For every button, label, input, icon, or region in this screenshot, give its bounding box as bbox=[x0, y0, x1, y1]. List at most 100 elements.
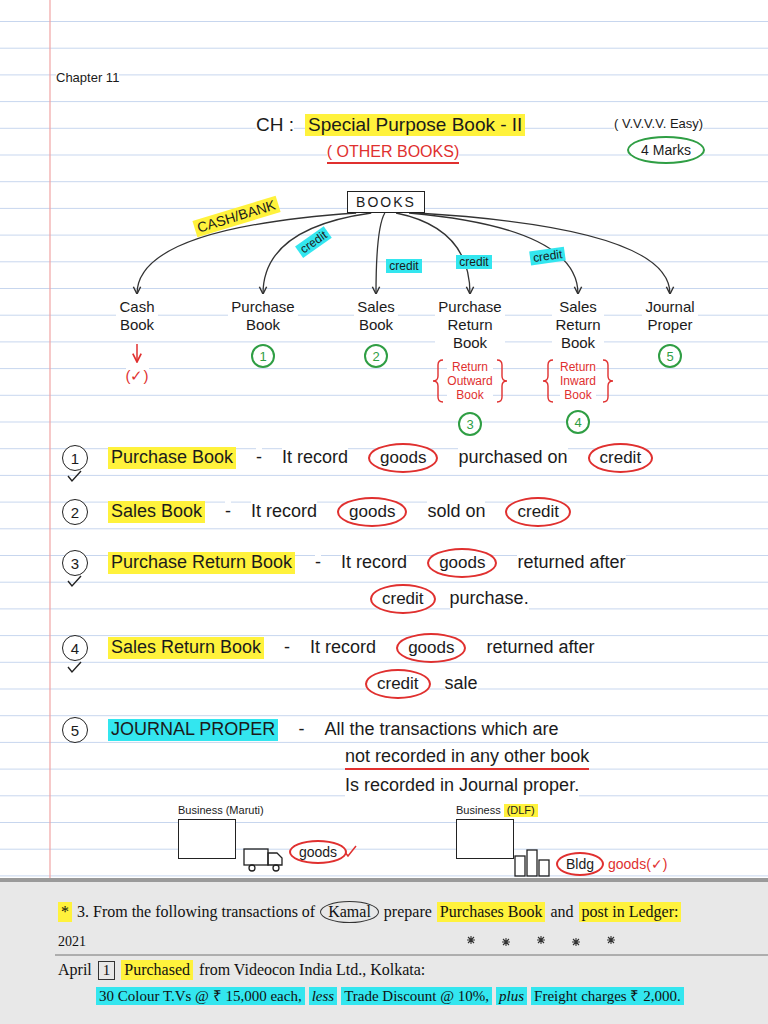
book-name: JOURNAL PROPER bbox=[108, 719, 278, 741]
book-name: Sales Return Book bbox=[108, 637, 264, 659]
number-circle: 4 bbox=[566, 410, 590, 434]
tick-mark bbox=[68, 576, 81, 586]
book-name: Purchase Book bbox=[108, 447, 236, 469]
exercise-text: Freight charges ₹ 2,000. bbox=[531, 987, 684, 1005]
book-name: Purchase Return Book bbox=[108, 552, 295, 574]
sub-heading: ( OTHER BOOKS) bbox=[327, 142, 459, 163]
node-text: credit bbox=[600, 448, 642, 467]
item-number: 4 bbox=[62, 635, 88, 661]
item-number: 1 bbox=[62, 445, 88, 471]
circled-word: goods bbox=[427, 548, 497, 578]
heading-prefix: CH : bbox=[256, 114, 294, 137]
definition-text: It record bbox=[310, 637, 376, 659]
ruled-lines bbox=[0, 0, 768, 880]
date-box: 1 bbox=[98, 961, 116, 980]
definition-text: Is recorded in Journal proper. bbox=[345, 775, 579, 797]
node-text: 4 Marks bbox=[641, 142, 691, 158]
node-text: BOOKS bbox=[356, 194, 416, 210]
node-text: Kamal bbox=[328, 903, 371, 920]
book-node: Purchase Book bbox=[228, 294, 297, 338]
alias-note: Return Outward Book bbox=[447, 360, 492, 402]
year-label: 2021 bbox=[58, 934, 86, 951]
node-text: credit bbox=[377, 674, 419, 693]
book-node: Journal Proper bbox=[642, 294, 697, 338]
connector bbox=[376, 213, 385, 294]
exercise-text: from Videocon India Ltd., Kolkata: bbox=[199, 960, 425, 979]
root-box: BOOKS bbox=[347, 191, 425, 213]
circled-word: goods bbox=[289, 840, 347, 864]
connector bbox=[417, 213, 670, 294]
item-number: 5 bbox=[62, 717, 88, 743]
edge-label: credit bbox=[456, 255, 491, 269]
circled-word: credit bbox=[505, 497, 571, 527]
difficulty-note: ( V.V.V.V. Easy) bbox=[614, 116, 703, 132]
definition-text: It record bbox=[341, 552, 407, 574]
node-text: 1 bbox=[71, 450, 79, 467]
textbook-strip bbox=[0, 880, 768, 1024]
node-text: Journal Proper bbox=[645, 298, 694, 333]
dash: - bbox=[298, 719, 304, 741]
book-node: Cash Book bbox=[116, 294, 157, 338]
edge-label: credit bbox=[386, 259, 421, 273]
definition-text: returned after bbox=[517, 552, 625, 574]
pointer-arrow bbox=[136, 344, 138, 362]
node-text: Purchase Book bbox=[231, 298, 294, 333]
circled-word: credit bbox=[370, 584, 436, 614]
dash: - bbox=[284, 637, 290, 659]
connector bbox=[409, 213, 578, 294]
business-outline bbox=[178, 819, 236, 859]
node-text: 5 bbox=[666, 349, 673, 364]
definition-text: sold on bbox=[427, 501, 485, 523]
node-text: 5 bbox=[71, 722, 79, 739]
node-text: goods bbox=[380, 448, 426, 467]
paper bbox=[0, 0, 768, 880]
node-text: 3 bbox=[71, 555, 79, 572]
book-node: Purchase Return Book bbox=[435, 294, 504, 356]
chapter-label: Chapter 11 bbox=[56, 70, 119, 86]
node-text: Bldg bbox=[566, 856, 594, 872]
tick-mark bbox=[68, 662, 81, 672]
node-text: Cash Book bbox=[119, 298, 154, 333]
node-text: 1 bbox=[259, 349, 266, 364]
strip-edge bbox=[0, 878, 768, 882]
illustration-note: goods(✓) bbox=[608, 856, 667, 873]
connector bbox=[137, 213, 356, 294]
definition-text: sale bbox=[445, 673, 478, 695]
exercise-text: Purchases Book bbox=[437, 902, 546, 921]
number-circle: 3 bbox=[458, 412, 482, 436]
circled-name: Kamal bbox=[320, 901, 379, 923]
brace bbox=[543, 360, 553, 402]
node-text: goods bbox=[349, 502, 395, 521]
business-box: Business (Maruti) bbox=[178, 804, 264, 859]
exercise-text: prepare bbox=[384, 902, 432, 921]
heading: Special Purpose Book - II bbox=[305, 114, 525, 137]
brace bbox=[603, 360, 613, 402]
exercise-text: post in Ledger: bbox=[579, 902, 682, 921]
connector bbox=[263, 213, 371, 294]
book-node: Sales Return Book bbox=[552, 294, 603, 356]
exercise-text: Purchased bbox=[121, 960, 193, 979]
exercise-text: April bbox=[58, 960, 92, 979]
dash: - bbox=[256, 447, 262, 469]
node-text: 2 bbox=[372, 349, 379, 364]
exercise-text: and bbox=[550, 902, 573, 921]
definition-text: All the transactions which are bbox=[324, 719, 558, 741]
exercise-text: 30 Colour T.Vs @ ₹ 15,000 each, bbox=[96, 987, 305, 1005]
business-box: Business(DLF) bbox=[456, 804, 538, 859]
node-text: credit bbox=[517, 502, 559, 521]
definition-text: not recorded in any other book bbox=[345, 746, 589, 770]
node-text: goods bbox=[299, 844, 337, 860]
number-circle: 5 bbox=[658, 344, 682, 368]
truck-icon bbox=[244, 849, 282, 871]
node-text: Sales Return Book bbox=[555, 298, 600, 351]
node-text: 4 bbox=[574, 415, 581, 430]
business-outline bbox=[456, 819, 514, 859]
definition-text: It record bbox=[251, 501, 317, 523]
definition-text: purchase. bbox=[450, 588, 529, 610]
node-text: Sales Book bbox=[357, 298, 395, 333]
rule-line bbox=[55, 955, 768, 956]
node-text: (DLF) bbox=[504, 804, 538, 817]
book-name: Sales Book bbox=[108, 501, 205, 523]
node-text: 2 bbox=[71, 504, 79, 521]
circled-word: credit bbox=[365, 669, 431, 699]
